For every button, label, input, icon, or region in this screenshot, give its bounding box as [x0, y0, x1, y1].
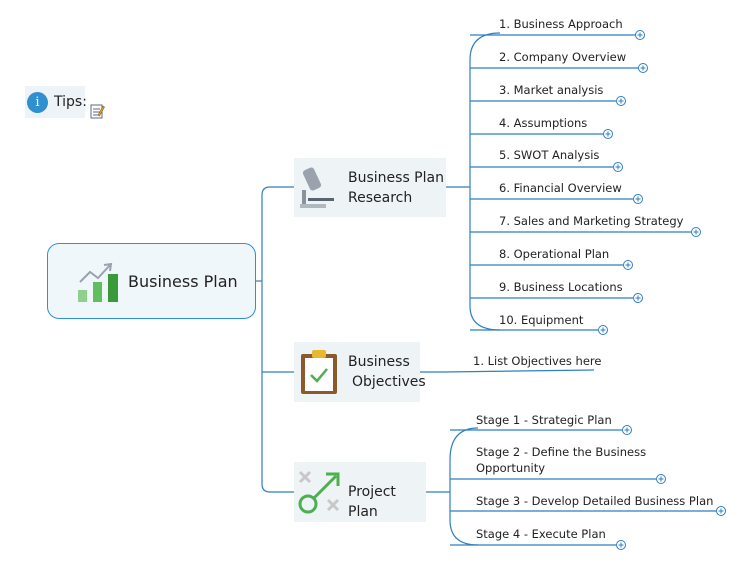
- branch-label-line: Research: [348, 190, 413, 206]
- branch-label-line: Project Plan: [348, 484, 396, 520]
- expand-plus-icon[interactable]: [638, 63, 648, 73]
- clipboard-check-icon: [301, 350, 337, 394]
- microscope-icon: [300, 167, 334, 208]
- tips-label: Tips:: [54, 94, 87, 110]
- expand-plus-icon[interactable]: [603, 129, 613, 139]
- expand-plus-icon[interactable]: [633, 194, 643, 204]
- notes-icon[interactable]: [89, 103, 105, 119]
- expand-plus-icon[interactable]: [691, 227, 701, 237]
- subtopic-item[interactable]: 9. Business Locations: [499, 280, 623, 294]
- tips-node[interactable]: i Tips:: [25, 86, 87, 118]
- subtopic-item[interactable]: Stage 4 - Execute Plan: [476, 527, 606, 541]
- subtopic-item[interactable]: 3. Market analysis: [499, 83, 604, 97]
- subtopic-item[interactable]: Stage 1 - Strategic Plan: [476, 413, 612, 427]
- subtopic-item[interactable]: 4. Assumptions: [499, 116, 588, 130]
- branch-label-line: Business: [348, 354, 410, 370]
- branch-business-plan-research[interactable]: Business Plan Research: [294, 158, 446, 217]
- expand-plus-icon[interactable]: [716, 506, 726, 516]
- root-topic-business-plan[interactable]: Business Plan: [47, 243, 256, 319]
- subtopic-item[interactable]: 8. Operational Plan: [499, 247, 610, 261]
- expand-plus-icon[interactable]: [656, 474, 666, 484]
- growth-chart-icon: [78, 262, 118, 302]
- subtopic-item[interactable]: 7. Sales and Marketing Strategy: [499, 214, 684, 228]
- direction-arrow-icon: [298, 470, 340, 514]
- expand-plus-icon[interactable]: [616, 96, 626, 106]
- expand-plus-icon[interactable]: [598, 325, 608, 335]
- subtopic-item[interactable]: 2. Company Overview: [499, 50, 627, 64]
- subtopic-item[interactable]: 1. Business Approach: [499, 17, 623, 31]
- expand-plus-icon[interactable]: [616, 540, 626, 550]
- branch-label-line: Business Plan: [348, 170, 444, 186]
- expand-plus-icon[interactable]: [635, 30, 645, 40]
- root-topic-label: Business Plan: [128, 272, 238, 291]
- branch-label-line: Objectives: [352, 374, 426, 390]
- subtopic-item[interactable]: 10. Equipment: [499, 313, 584, 327]
- expand-plus-icon[interactable]: [623, 260, 633, 270]
- subtopic-item[interactable]: 5. SWOT Analysis: [499, 148, 600, 162]
- expand-plus-icon[interactable]: [622, 425, 632, 435]
- subtopic-item[interactable]: Stage 3 - Develop Detailed Business Plan: [476, 494, 714, 508]
- branch-business-objectives[interactable]: Business Objectives: [294, 342, 426, 402]
- expand-plus-icon[interactable]: [613, 162, 623, 172]
- expand-plus-icon[interactable]: [633, 293, 643, 303]
- branch-project-plan[interactable]: Project Plan: [294, 462, 426, 522]
- subtopic-item[interactable]: 1. List Objectives here: [473, 354, 602, 368]
- subtopic-item[interactable]: Stage 2 - Define the Business Opportunit…: [476, 445, 647, 475]
- info-icon: i: [27, 92, 48, 113]
- subtopic-item[interactable]: 6. Financial Overview: [499, 181, 622, 195]
